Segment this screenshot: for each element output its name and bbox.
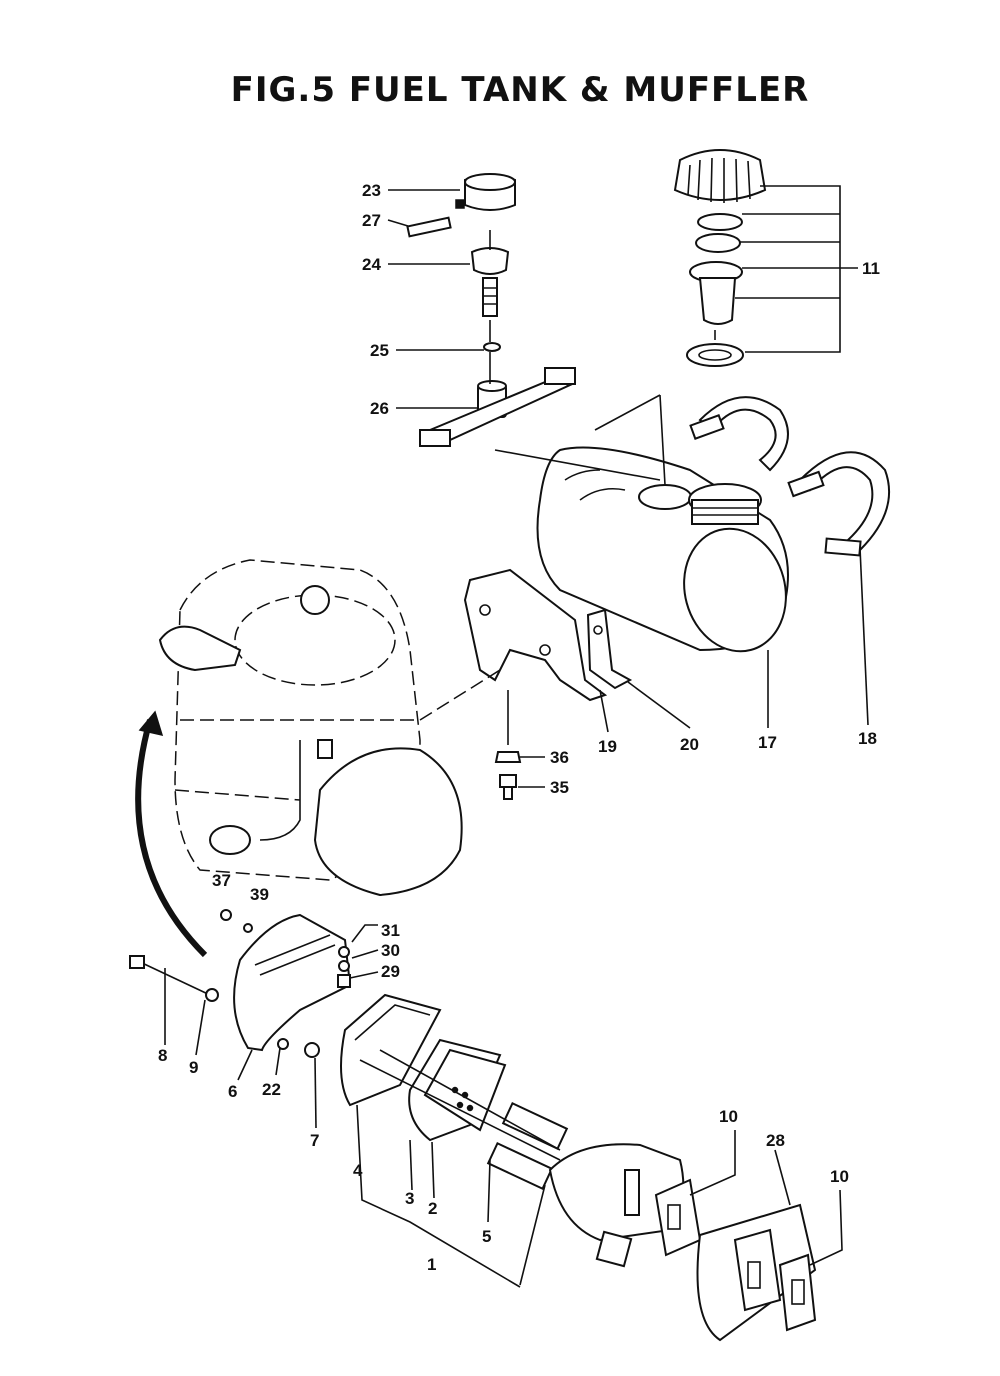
figure-title: FIG.5 FUEL TANK & MUFFLER	[230, 70, 810, 110]
muffler-guard	[129, 909, 352, 1058]
callout-9: 9	[189, 1058, 198, 1077]
callout-35: 35	[550, 778, 569, 797]
callout-25: 25	[370, 341, 389, 360]
gaskets	[654, 1178, 817, 1342]
callout-23: 23	[362, 181, 381, 200]
muffler-assembly	[340, 993, 685, 1268]
callout-36: 36	[550, 748, 569, 767]
callout-labels: 23 27 24 25 26 11 17 18 19 20 36 35 37 3…	[158, 181, 880, 1274]
callout-27: 27	[362, 211, 381, 230]
callout-30: 30	[381, 941, 400, 960]
fuel-cap-assembly	[673, 149, 767, 367]
assembly-arrow	[135, 710, 208, 958]
callout-24: 24	[362, 255, 381, 274]
leader-lines	[164, 185, 869, 1288]
callout-26: 26	[370, 399, 389, 418]
fuel-valve-parts	[406, 173, 576, 447]
callout-20: 20	[680, 735, 699, 754]
callout-8: 8	[158, 1046, 167, 1065]
callout-17: 17	[758, 733, 777, 752]
callout-3: 3	[405, 1189, 414, 1208]
callout-11: 11	[862, 259, 880, 278]
callout-18: 18	[858, 729, 877, 748]
callout-28: 28	[766, 1131, 785, 1150]
fuel-tank	[536, 446, 789, 653]
bolt-and-nut	[494, 690, 522, 800]
callout-7: 7	[310, 1131, 319, 1150]
callout-31: 31	[381, 921, 400, 940]
callout-19: 19	[598, 737, 617, 756]
callout-39: 39	[250, 885, 269, 904]
callout-2: 2	[428, 1199, 437, 1218]
callout-4: 4	[353, 1161, 363, 1180]
callout-5: 5	[482, 1227, 491, 1246]
callout-37: 37	[212, 871, 231, 890]
callout-29: 29	[381, 962, 400, 981]
callout-10-first: 10	[719, 1107, 738, 1126]
tank-bracket	[463, 568, 633, 702]
callout-6: 6	[228, 1082, 237, 1101]
engine	[158, 559, 501, 897]
callout-10-second: 10	[830, 1167, 849, 1186]
tank-strap	[689, 396, 891, 557]
callout-1: 1	[427, 1255, 436, 1274]
callout-22: 22	[262, 1080, 281, 1099]
